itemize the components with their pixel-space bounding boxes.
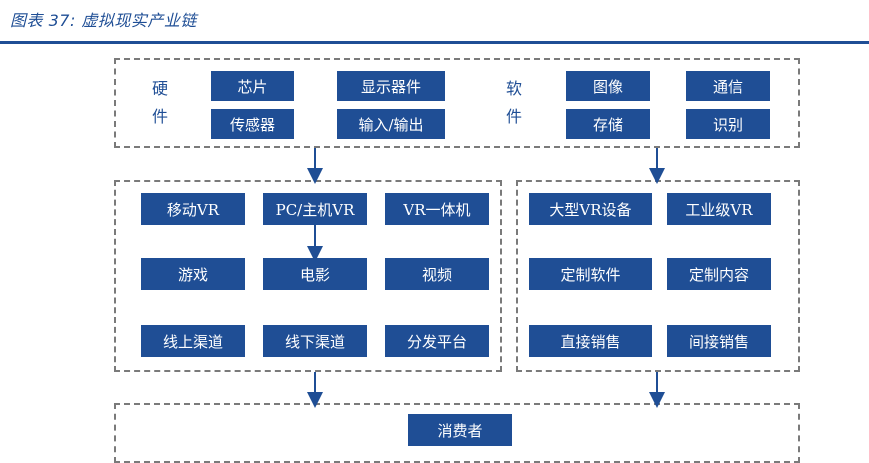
offline-channel: 线下渠道: [263, 325, 367, 357]
online-channel: 线上渠道: [141, 325, 245, 357]
video: 视频: [385, 258, 489, 290]
sw-image: 图像: [566, 71, 650, 101]
indirect-sales: 间接销售: [667, 325, 771, 357]
direct-sales: 直接销售: [529, 325, 652, 357]
games: 游戏: [141, 258, 245, 290]
figure-title: 图表 37: 虚拟现实产业链: [10, 11, 197, 30]
custom-content: 定制内容: [667, 258, 771, 290]
hw-sensor: 传感器: [211, 109, 294, 139]
mobile-vr: 移动VR: [141, 193, 245, 225]
title-rule: [0, 41, 869, 44]
hardware-label: 硬 件: [151, 79, 168, 126]
consumer-box: 消费者: [408, 414, 512, 446]
software-label: 软 件: [505, 79, 522, 126]
sw-storage: 存储: [566, 109, 650, 139]
film: 电影: [263, 258, 367, 290]
pc-console-vr: PC/主机VR: [263, 193, 367, 225]
sw-recognition: 识别: [686, 109, 770, 139]
hw-io: 输入/输出: [337, 109, 445, 139]
hw-display: 显示器件: [337, 71, 445, 101]
hw-chip: 芯片: [211, 71, 294, 101]
top-frame: [114, 58, 800, 148]
sw-comm: 通信: [686, 71, 770, 101]
distribution-platform: 分发平台: [385, 325, 489, 357]
flow-arrows: [307, 148, 665, 408]
custom-software: 定制软件: [529, 258, 652, 290]
vr-all-in-one: VR一体机: [385, 193, 489, 225]
large-vr-equipment: 大型VR设备: [529, 193, 652, 225]
industrial-vr: 工业级VR: [667, 193, 771, 225]
